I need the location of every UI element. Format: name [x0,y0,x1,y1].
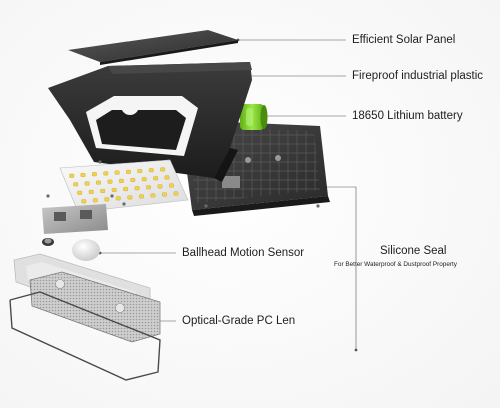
screw-icon [98,160,102,164]
led-chip [141,177,147,182]
led-chip [146,185,151,190]
led-chip [127,195,133,200]
led-chip [111,187,117,192]
led-chip [114,170,120,175]
led-chip [103,171,109,176]
led-chip [123,187,129,192]
label-solar-panel: Efficient Solar Panel [352,34,456,46]
screw-icon [46,194,50,198]
led-chip [164,175,170,180]
led-board-part [59,159,189,213]
led-chip [91,172,97,177]
label-housing: Fireproof industrial plastic [352,70,484,82]
led-chip [69,173,75,178]
led-chip [169,183,174,188]
led-chip [80,172,86,177]
led-chip [88,189,94,194]
motion-sensor-part [42,238,100,261]
wire-frame-part [9,291,161,381]
led-chip [84,181,90,186]
led-chip [77,190,83,195]
loose-screws [46,160,320,208]
screw-icon [245,157,251,163]
led-array [69,167,179,204]
led-chip [157,184,163,189]
housing-part [48,62,252,182]
label-silicone-seal-note: For Better Waterproof & Dustproof Proper… [334,261,458,268]
label-lens: Optical-Grade PC Len [182,315,296,327]
led-chip [148,168,154,173]
led-chip [134,186,140,191]
led-chip [96,180,101,185]
led-chip [138,194,144,199]
screw-icon [110,194,114,198]
led-chip [104,197,110,202]
led-chip [130,177,136,182]
screw-icon [122,202,126,206]
led-chip [107,179,113,184]
led-chip [115,196,121,201]
led-chip [160,167,165,172]
led-chip [137,168,143,173]
lens-part [29,271,161,343]
led-chip [92,198,98,203]
led-chip [126,169,131,174]
solar-panel-part [68,30,238,65]
led-chip [100,188,106,193]
led-chip [150,193,156,198]
led-chip [162,192,167,197]
battery-part [240,104,268,130]
ballhead-dome-icon [72,239,100,261]
led-chip [118,178,124,183]
screw-icon [316,204,320,208]
led-chip [173,191,179,196]
leader-silicone-seal-dot [354,348,358,352]
screw-icon [204,204,208,208]
led-chip [73,182,79,187]
led-chip [153,176,158,181]
label-motion-sensor: Ballhead Motion Sensor [182,247,305,259]
led-chip [81,199,87,204]
label-battery: 18650 Lithium battery [352,110,463,122]
label-silicone-seal: Silicone Seal [380,245,447,257]
sensor-plate-part [42,204,108,234]
screw-icon [275,155,281,161]
